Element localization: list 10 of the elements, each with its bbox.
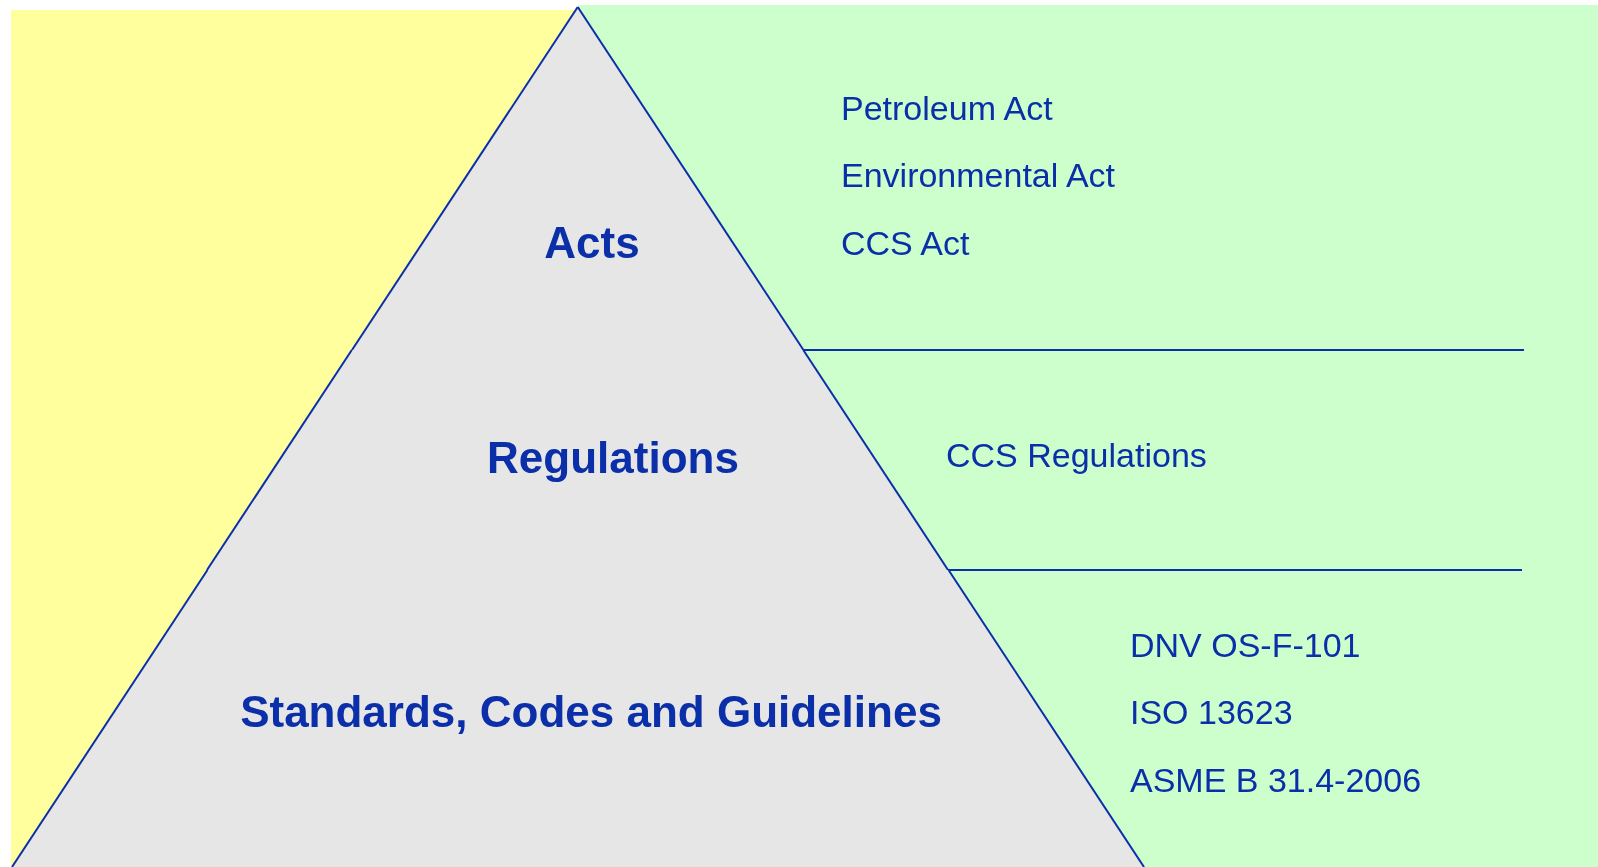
list-item-text: Petroleum Act [841, 88, 1053, 128]
tier-label: Standards, Codes and Guidelines [240, 687, 942, 737]
list-item-text: CCS Regulations [946, 435, 1207, 475]
list-item-text: ASME B 31.4-2006 [1130, 760, 1422, 800]
list-item-text: CCS Act [841, 223, 970, 263]
tier-label: Acts [544, 218, 640, 268]
list-item-text: ISO 13623 [1130, 692, 1293, 732]
list-item-text: Environmental Act [841, 155, 1116, 195]
list-item-text: DNV OS-F-101 [1130, 625, 1361, 665]
tier-label: Regulations [487, 433, 739, 483]
